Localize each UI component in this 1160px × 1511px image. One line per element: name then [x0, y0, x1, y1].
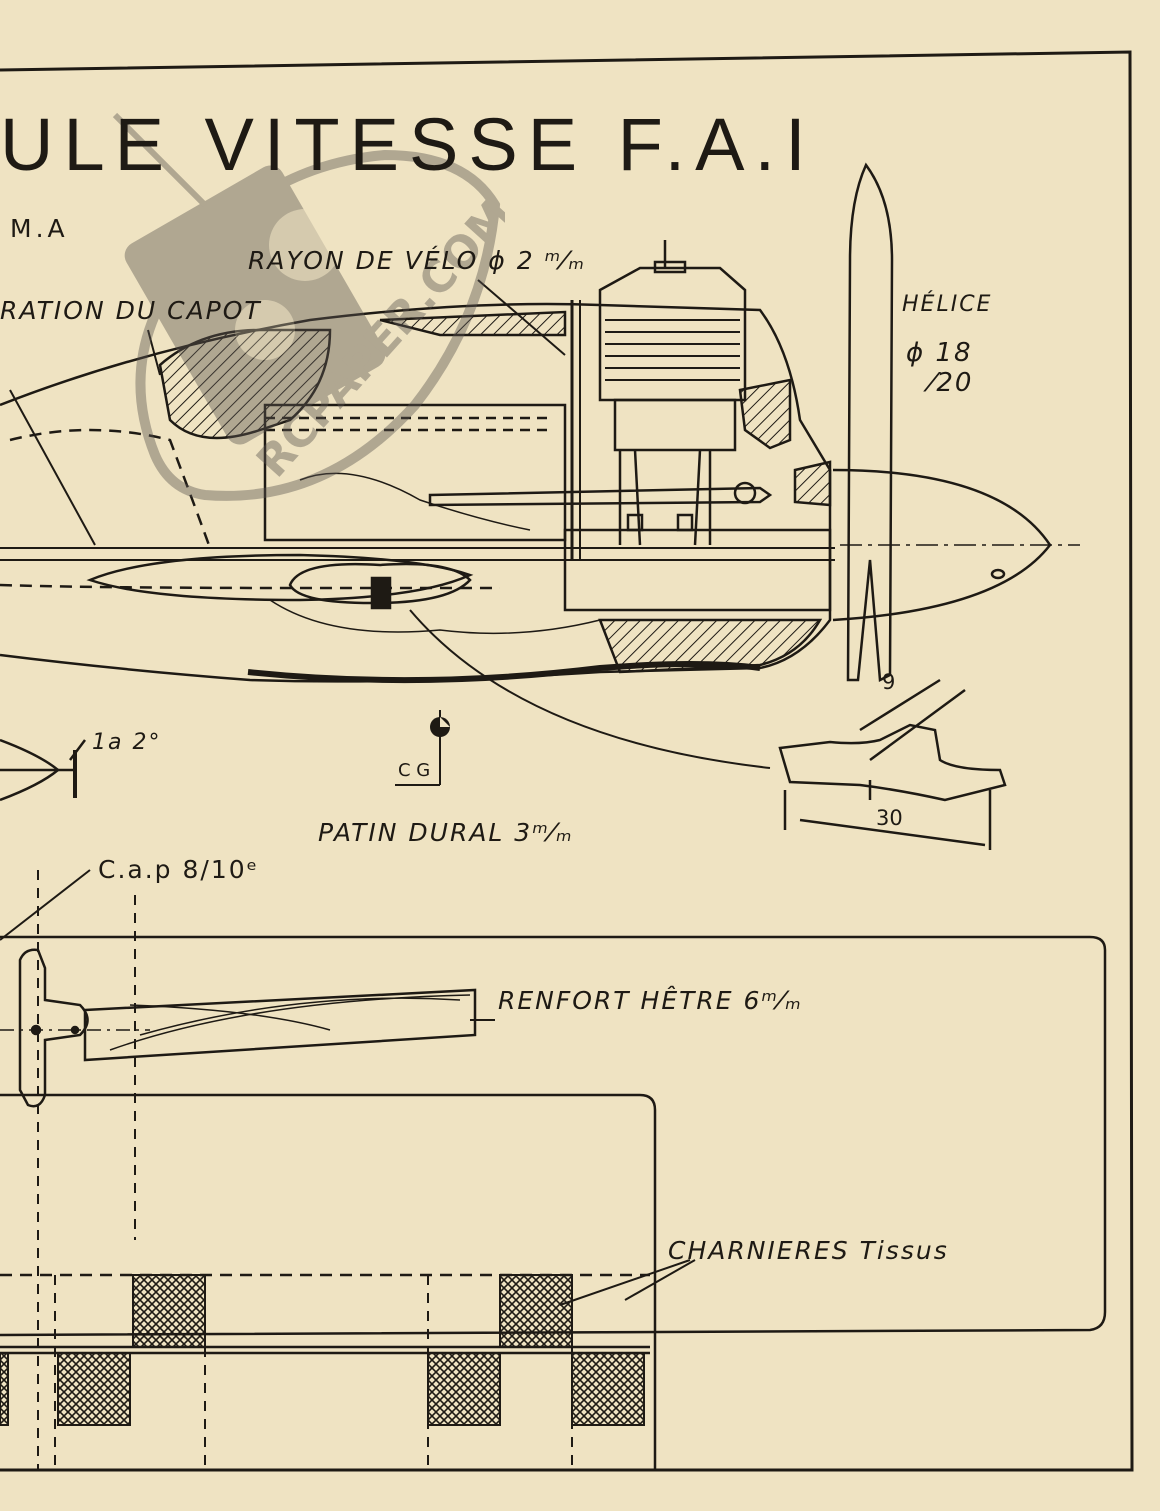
dimension-9: 9 [882, 670, 896, 694]
label-helice-pitch: ⁄20 [930, 368, 974, 398]
subtitle: M.A [10, 214, 69, 243]
hinge-blocks [0, 1274, 645, 1426]
label-cg: C G [398, 760, 431, 781]
sheet-border [0, 50, 1134, 1472]
leader-lines [9, 279, 771, 786]
dimension-30: 30 [876, 806, 903, 830]
skid-detail [778, 678, 1007, 850]
tailplane-edge [0, 738, 86, 802]
label-rayon: RAYON DE VÉLO ϕ 2 ᵐ⁄ₘ [248, 246, 586, 275]
label-arrows [0, 869, 696, 1306]
label-helice: HÉLICE [902, 292, 993, 317]
fuselage-side-view [0, 302, 835, 684]
label-patin: PATIN DURAL 3ᵐ⁄ₘ [318, 818, 574, 847]
page-title: ULE VITESSE F.A.I [0, 103, 816, 186]
label-renfort: RENFORT HÊTRE 6ᵐ⁄ₘ [498, 986, 803, 1015]
label-charnieres: CHARNIERES Tissus [668, 1236, 949, 1265]
label-cap: C.a.p 8/10ᵉ [98, 855, 260, 884]
cg-marker [430, 717, 450, 737]
label-helice-diameter: ϕ 18 [906, 338, 973, 368]
label-angle: 1a 2° [92, 730, 162, 755]
wing-plan-view [0, 870, 1107, 1470]
label-capot: RATION DU CAPOT [0, 296, 262, 325]
engine-cylinder [428, 240, 773, 560]
watermark-logo: RCPAPER.COM [112, 112, 505, 501]
propeller [832, 162, 1080, 682]
